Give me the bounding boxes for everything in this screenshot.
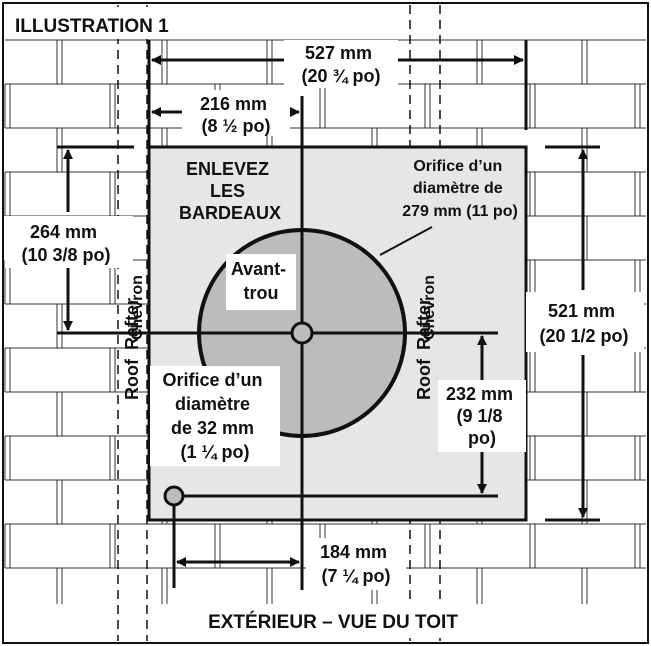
small-hole-label-bg [150, 366, 280, 466]
rafter-left-rafter: Rafter [122, 298, 142, 350]
rafter-right-chevron: Chevron [421, 275, 438, 340]
footer-bg [170, 604, 496, 638]
rafter-label-right: Roof Rafter Chevron [414, 275, 438, 400]
dim-184-bg [306, 538, 406, 590]
illustration-title: ILLUSTRATION 1 [15, 16, 169, 37]
small-hole-label: Orifice d’un diamètre de 32 mm (1 ¼ po) [162, 370, 267, 462]
rafter-left-roof: Roof [122, 358, 142, 400]
small-hole-circle [163, 485, 185, 507]
pilot-hole-circle [290, 321, 314, 345]
title-bg [7, 7, 235, 39]
dim-264-bg [5, 216, 133, 268]
dim-184-label: 184 mm (7 ¼ po) [320, 542, 392, 586]
footer-label: EXTÉRIEUR – VUE DU TOIT [208, 611, 458, 633]
rafter-left-chevron: Chevron [129, 275, 146, 340]
large-hole-label: Orifice d’un diamètre de 279 mm (11 po) [402, 158, 518, 220]
pilot-hole-label: Avant- trou [231, 259, 291, 303]
dim-521-bg [526, 292, 644, 352]
pilot-hole-label-bg [226, 254, 296, 310]
dim-527-label: 527 mm (20 ¾ po) [301, 43, 380, 86]
dim-216-bg [182, 90, 290, 136]
rafter-label-left: Roof Rafter Chevron [122, 275, 146, 400]
dim-527-bg [284, 40, 398, 88]
rafter-right-roof: Roof [414, 358, 434, 400]
remove-shingles-label: ENLEVEZ LES BARDEAUX [179, 159, 281, 223]
dim-521-label: 521 mm (20 1/2 po) [539, 301, 628, 346]
rafter-right-rafter: Rafter [414, 298, 434, 350]
dim-216-label: 216 mm (8 ½ po) [200, 94, 272, 136]
dim-264-label: 264 mm (10 3/8 po) [21, 222, 110, 265]
dim-232-bg [438, 380, 526, 452]
large-hole-leader [379, 226, 433, 256]
dim-232-label: 232 mm (9 1/8 po) [446, 384, 518, 448]
